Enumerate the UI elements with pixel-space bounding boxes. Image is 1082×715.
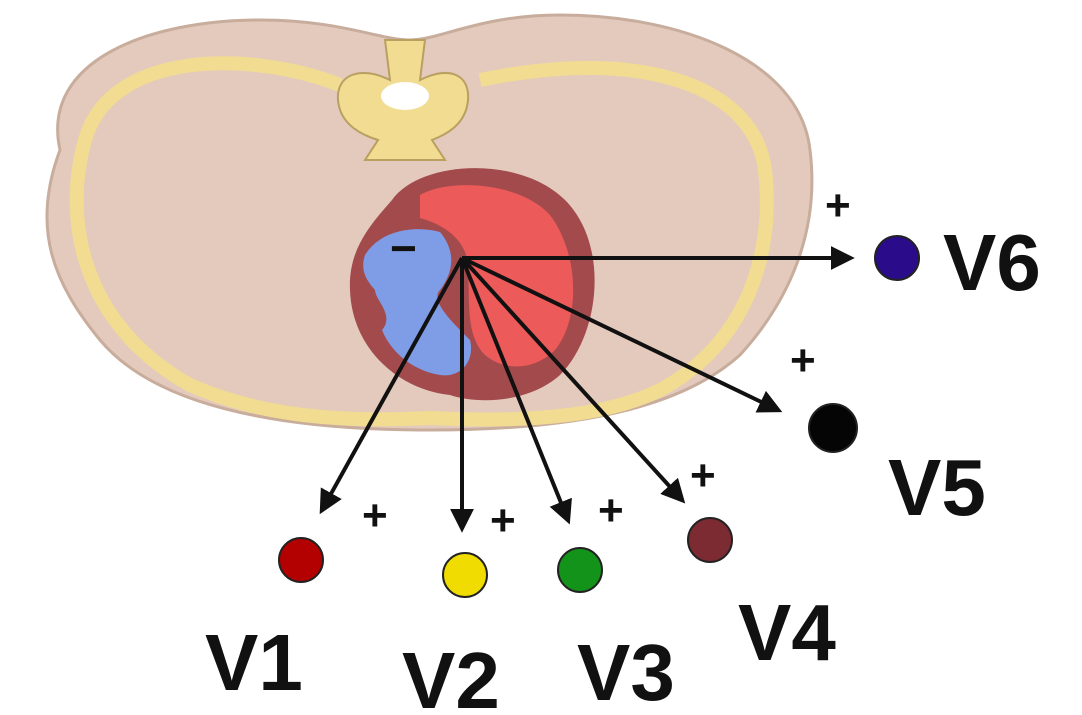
lead-label-v4: V4 — [738, 588, 836, 677]
plus-sign-v2: + — [490, 496, 516, 545]
plus-sign-v1: + — [362, 491, 388, 540]
electrode-v1 — [279, 538, 323, 582]
plus-sign-v3: + — [598, 486, 624, 535]
lead-label-v6: V6 — [943, 218, 1041, 307]
spinal-canal — [381, 82, 429, 110]
negative-pole-sign: − — [390, 222, 417, 274]
lead-label-v5: V5 — [888, 443, 986, 532]
plus-sign-v6: + — [825, 181, 851, 230]
electrode-v5 — [809, 404, 857, 452]
plus-sign-v5: + — [790, 336, 816, 385]
electrode-v4 — [688, 518, 732, 562]
electrode-v3 — [558, 548, 602, 592]
lead-label-v3: V3 — [577, 628, 675, 715]
lead-label-v2: V2 — [402, 636, 500, 715]
plus-sign-v4: + — [690, 451, 716, 500]
lead-label-v1: V1 — [205, 618, 303, 707]
electrode-v2 — [443, 553, 487, 597]
electrode-v6 — [875, 236, 919, 280]
